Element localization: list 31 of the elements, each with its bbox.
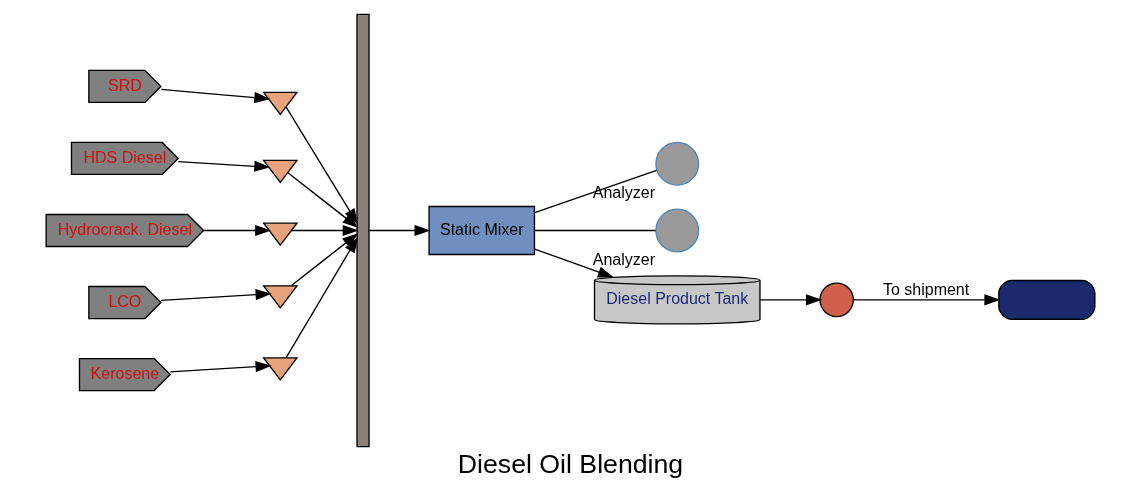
node-valve xyxy=(261,356,298,381)
node-circle xyxy=(654,141,699,186)
edge-label: To shipment xyxy=(882,280,969,298)
node-circle xyxy=(818,282,854,317)
node-label: Analyzer xyxy=(592,250,655,268)
arrow xyxy=(160,288,272,301)
arrow xyxy=(368,224,431,236)
node-valve xyxy=(261,284,298,309)
arrow xyxy=(533,247,614,278)
arrow xyxy=(160,88,270,103)
arrow xyxy=(290,224,359,236)
arrow xyxy=(285,236,358,358)
arrow xyxy=(286,171,358,228)
arrow xyxy=(852,293,1000,305)
node-valve xyxy=(261,159,298,184)
arrow xyxy=(759,293,822,305)
arrow xyxy=(202,224,271,236)
arrow xyxy=(285,105,358,225)
diagram-title: Diesel Oil Blending xyxy=(457,448,683,479)
node-label: Analyzer xyxy=(592,183,655,201)
node-valve xyxy=(261,91,298,115)
connector xyxy=(533,169,657,213)
arrow xyxy=(290,232,358,286)
arrow xyxy=(169,360,272,373)
node-box: Static Mixer xyxy=(427,205,535,255)
node-box xyxy=(997,279,1096,320)
node-valve xyxy=(261,222,298,246)
node-bar xyxy=(355,13,370,447)
arrow xyxy=(177,160,270,172)
connector xyxy=(533,229,656,231)
node-circle xyxy=(654,207,699,252)
